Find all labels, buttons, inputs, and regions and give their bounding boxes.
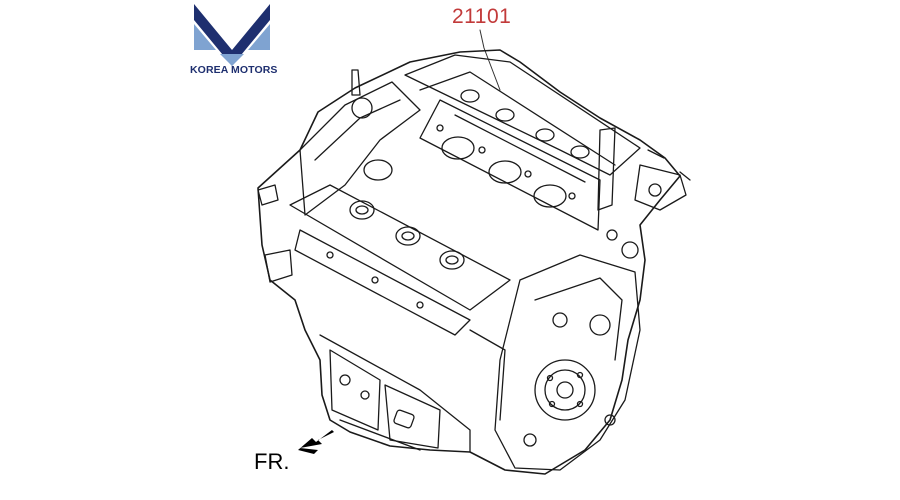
engine-outline (257, 49, 681, 475)
engine-brackets (257, 69, 691, 283)
brand-name: KOREA MOTORS (190, 64, 278, 76)
front-cylinder-head (289, 81, 511, 336)
timing-cover (494, 254, 641, 471)
part-number-label: 21101 (452, 5, 512, 28)
rear-cylinder-head (404, 54, 641, 231)
engine-block (319, 329, 506, 453)
front-label: FR. (254, 449, 290, 474)
leader-line (479, 29, 501, 91)
front-direction-arrow-icon (298, 430, 334, 454)
korea-motors-logo-icon (194, 4, 270, 66)
